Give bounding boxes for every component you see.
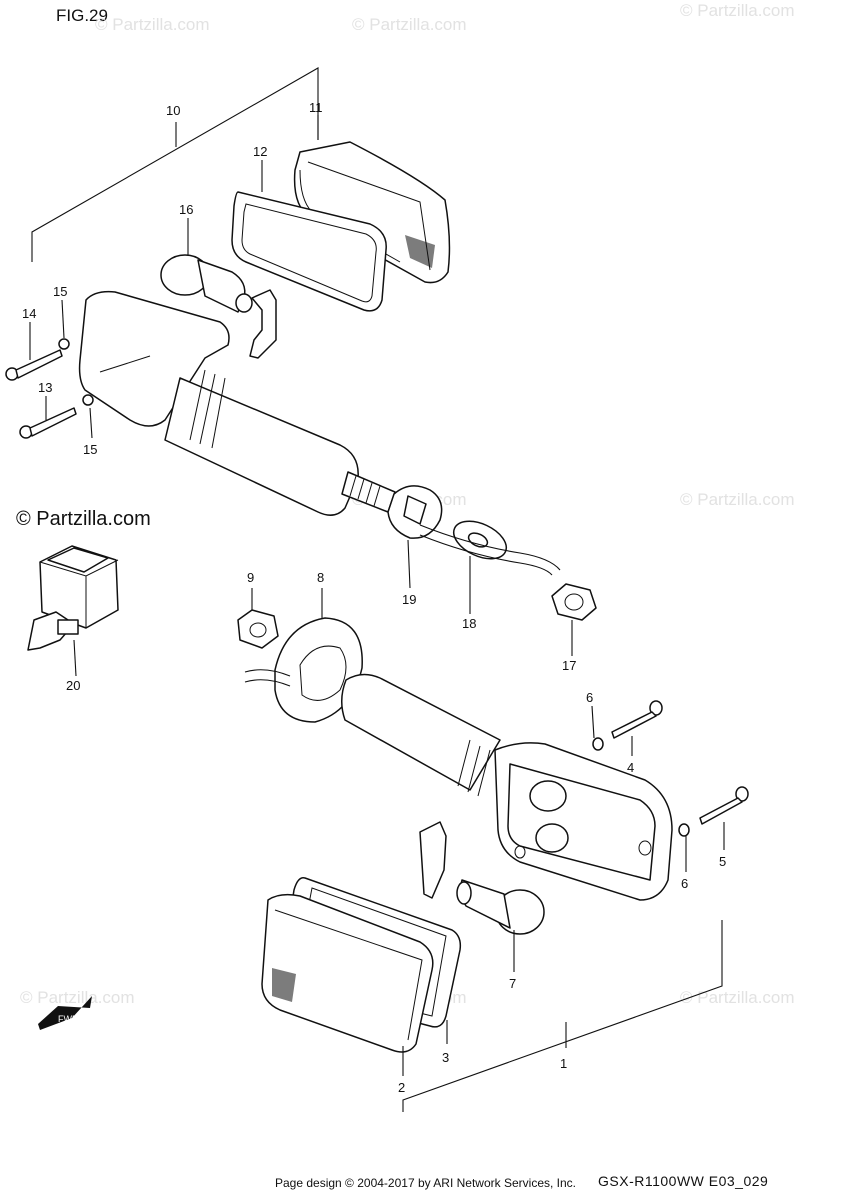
watermark: © Partzilla.com <box>352 15 467 34</box>
watermark: © Partzilla.com <box>680 1 795 20</box>
forward-arrow-label: FWD <box>58 1014 79 1024</box>
upper-wire <box>419 524 561 571</box>
washer-15-top[interactable] <box>58 338 70 350</box>
washer-6-top[interactable] <box>592 737 604 751</box>
callout-7: 7 <box>509 976 516 991</box>
watermark: © Partzilla.com <box>95 15 210 34</box>
washer-6-bottom[interactable] <box>678 823 690 837</box>
relay-20[interactable] <box>27 545 119 651</box>
lower-lens[interactable] <box>261 893 434 1053</box>
lower-arm[interactable] <box>341 673 501 797</box>
lower-wire <box>244 679 291 687</box>
watermark: © Partzilla.com <box>680 490 795 509</box>
upper-bulb[interactable] <box>160 254 253 313</box>
upper-wire <box>419 534 553 576</box>
copyright-notice: © Partzilla.com <box>16 508 151 530</box>
callout-15-bottom: 15 <box>83 442 97 457</box>
callout-16: 16 <box>179 202 193 217</box>
lower-bulb[interactable] <box>456 879 545 935</box>
callout-20: 20 <box>66 678 80 693</box>
washer-15-bottom[interactable] <box>82 394 94 406</box>
callout-13: 13 <box>38 380 52 395</box>
page-design-credit: Page design © 2004-2017 by ARI Network S… <box>275 1176 577 1190</box>
callout-6-top: 6 <box>586 690 593 705</box>
upper-clip[interactable] <box>249 289 277 359</box>
nut-9[interactable] <box>237 609 279 649</box>
upper-gasket[interactable] <box>231 191 387 312</box>
screw-13[interactable] <box>19 407 77 439</box>
callout-6-bottom: 6 <box>681 876 688 891</box>
figure-title: FIG.29 <box>56 6 108 25</box>
callout-3: 3 <box>442 1050 449 1065</box>
lower-wire <box>244 669 291 677</box>
callout-labels: 1 2 3 4 5 6 6 7 8 9 10 11 12 13 14 15 15… <box>22 100 726 1095</box>
leader-lines <box>29 115 725 1076</box>
screw-14[interactable] <box>5 349 63 381</box>
washer-19[interactable] <box>387 485 443 539</box>
callout-14: 14 <box>22 306 36 321</box>
callout-19: 19 <box>402 592 416 607</box>
lower-housing[interactable] <box>494 742 673 901</box>
callout-8: 8 <box>317 570 324 585</box>
nut-17[interactable] <box>551 583 597 621</box>
callout-1: 1 <box>560 1056 567 1071</box>
grommet-8[interactable] <box>274 617 363 723</box>
assembly-bracket-10 <box>31 67 319 262</box>
screw-5[interactable] <box>699 786 749 825</box>
callout-5: 5 <box>719 854 726 869</box>
callout-12: 12 <box>253 144 267 159</box>
assembly-bracket-1 <box>402 920 723 1112</box>
callout-10: 10 <box>166 103 180 118</box>
watermark: © Partzilla.com <box>20 988 135 1007</box>
model-code: GSX-R1100WW E03_029 <box>598 1173 769 1189</box>
callout-4: 4 <box>627 760 634 775</box>
forward-arrow: FWD <box>38 996 92 1030</box>
callout-15-top: 15 <box>53 284 67 299</box>
callout-2: 2 <box>398 1080 405 1095</box>
callout-17: 17 <box>562 658 576 673</box>
callout-18: 18 <box>462 616 476 631</box>
upper-housing[interactable] <box>78 290 359 516</box>
screw-4[interactable] <box>611 700 663 739</box>
lower-clip[interactable] <box>419 821 447 899</box>
watermark: © Partzilla.com <box>680 988 795 1007</box>
callout-11: 11 <box>309 100 323 115</box>
grommet-18[interactable] <box>448 514 512 567</box>
callout-9: 9 <box>247 570 254 585</box>
